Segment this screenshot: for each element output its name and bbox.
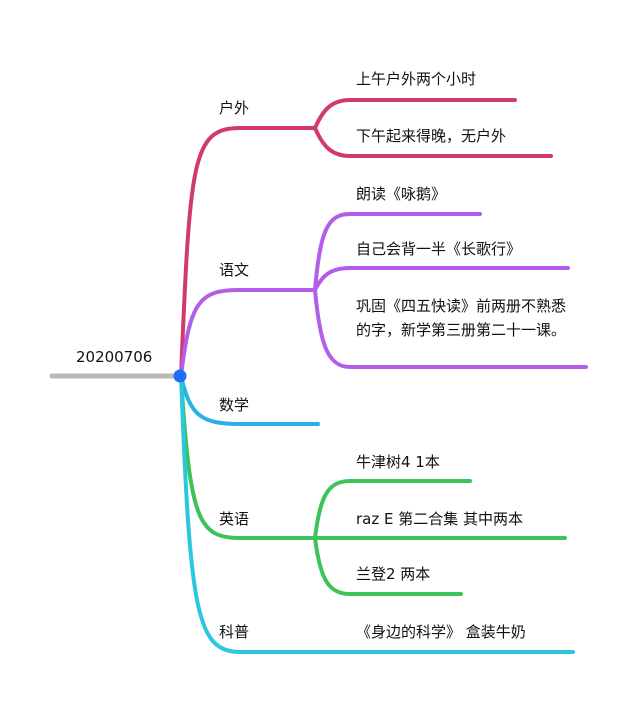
leaf-connector-chinese-2 [313, 266, 570, 292]
branch-topic-science[interactable]: 科普 [219, 623, 250, 641]
leaf-topic[interactable]: 上午户外两个小时 [356, 70, 477, 88]
leaf-topic[interactable]: 巩固《四五快读》前两册不熟悉的字，新学第三册第二十一课。 [356, 297, 567, 339]
branch-topic-outdoor[interactable]: 户外 [219, 99, 250, 117]
leaf-connector-english-1 [313, 479, 472, 540]
leaf-topic[interactable]: 《身边的科学》 盒装牛奶 [356, 623, 526, 641]
leaf-topic[interactable]: 朗读《咏鹅》 [356, 185, 447, 203]
leaf-topic[interactable]: 自己会背一半《长歌行》 [356, 240, 522, 258]
leaf-topic[interactable]: 兰登2 两本 [356, 565, 431, 583]
branch-topic-chinese[interactable]: 语文 [219, 261, 250, 279]
branch-topic-english[interactable]: 英语 [219, 510, 250, 528]
root-topic[interactable]: 20200706 [76, 348, 153, 366]
leaf-connector-outdoor-2 [313, 126, 553, 158]
leaf-topic[interactable]: raz E 第二合集 其中两本 [356, 510, 524, 528]
leaf-connector-chinese-3 [313, 288, 588, 369]
leaf-connector-english-3 [313, 536, 463, 596]
branch-connector-chinese [179, 288, 317, 378]
branch-connector-outdoor [179, 126, 317, 378]
leaf-connector-chinese-1 [313, 212, 482, 292]
leaf-topic[interactable]: 下午起来得晚，无户外 [356, 127, 507, 145]
branch-connector-math [179, 374, 320, 426]
branch-connector-science [179, 374, 317, 654]
branch-topic-math[interactable]: 数学 [219, 396, 250, 414]
leaf-topic[interactable]: 牛津树4 1本 [356, 453, 440, 471]
root-node-dot[interactable] [173, 369, 187, 383]
leaf-connector-outdoor-1 [313, 98, 517, 130]
